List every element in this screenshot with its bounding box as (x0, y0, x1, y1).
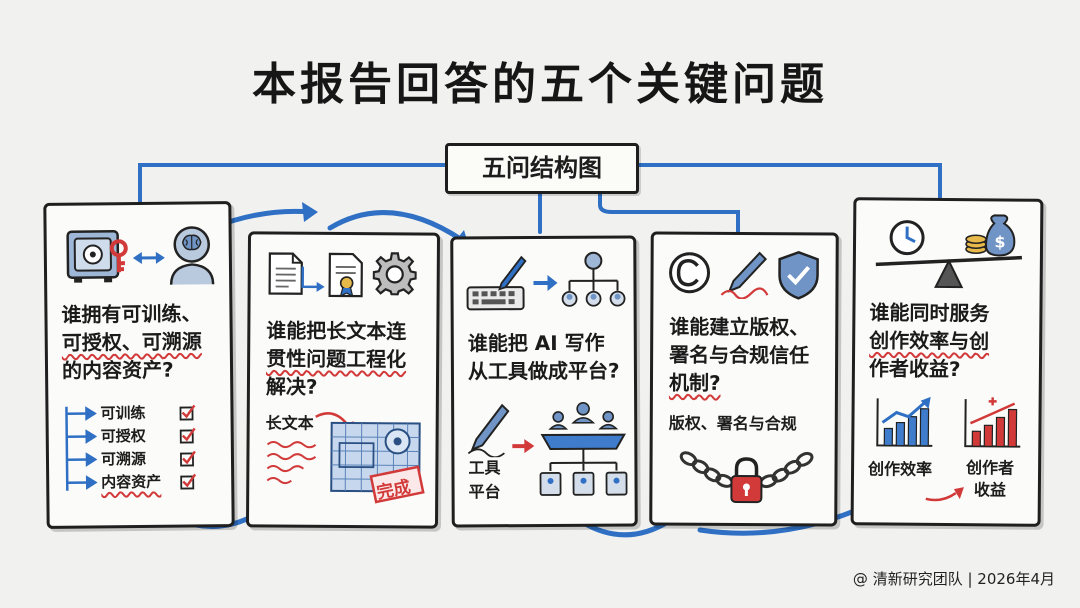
checkbox-icon (180, 450, 196, 466)
card1-question-line-3: 的内容资产? (61, 357, 174, 383)
bar-chart-growth-icon (964, 397, 1021, 448)
checklist-item-label: 可授权 (100, 426, 146, 446)
safe-icon (66, 230, 120, 283)
checkbox-icon (180, 473, 197, 489)
hub-to-card1-line (138, 163, 447, 207)
certificate-document-icon (328, 252, 363, 298)
flow-arrowhead-1 (302, 202, 318, 222)
svg-text:$: $ (994, 232, 1005, 251)
card4-question-line-2: 署名与合规信任 (669, 342, 810, 368)
efficiency-label: 创作效率 (867, 459, 933, 479)
checklist-item: 内容资产 (101, 469, 197, 493)
gear-icon (372, 252, 417, 296)
copyright-sub-label: 版权、署名与合规 (668, 413, 797, 434)
card5-question: 谁能同时服务 创作效率与创 作者收益? (869, 298, 1042, 383)
card3-question-line-1: 谁能把 AI 写作 (467, 330, 605, 356)
checkbox-icon (179, 427, 196, 443)
money-bag-icon: $ (965, 214, 1016, 257)
double-arrow-icon (132, 251, 165, 264)
checklist-item: 可训练 (100, 400, 196, 424)
red-arrow-icon (925, 487, 964, 502)
card3-question: 谁能把 AI 写作 从工具做成平台? (468, 329, 638, 386)
card5-question-line-3: 作者收益? (868, 356, 961, 382)
squiggle-lines-icon (266, 441, 317, 485)
pen-icon (467, 403, 510, 458)
signature-pen-icon (720, 251, 769, 300)
arrow-right-icon (533, 274, 558, 291)
chain-lock-icon (679, 451, 814, 504)
copyright-icon (669, 252, 711, 294)
platform-network-icon (539, 401, 628, 496)
income-label: 创作者 收益 (966, 457, 1014, 501)
card2-question: 谁能把长文本连 贯性问题工程化 解决? (266, 316, 437, 401)
checkbox-icon (179, 404, 196, 420)
bar-chart-up-icon (876, 396, 933, 447)
card-copyright-trust: 谁能建立版权、 署名与合规信任 机制? 版权、署名与合规 (649, 231, 839, 527)
done-stamp (369, 465, 425, 504)
asset-checklist: 可训练 可授权 可溯源 内容资产 (100, 400, 197, 493)
income-label-line-2: 收益 (973, 480, 1006, 500)
head-brain-icon (169, 226, 215, 285)
card2-question-line-2: 贯性问题工程化 (266, 346, 407, 372)
hub-to-card4-line (598, 186, 740, 234)
hub-to-card5-line (631, 163, 942, 199)
long-text-label: 长文本 (265, 413, 314, 433)
card-content-assets: 谁拥有可训练、 可授权、可溯源 的内容资产? 可训练 可授权 可溯源 内容资产 (43, 201, 235, 529)
checklist-item: 可授权 (101, 423, 197, 447)
card-long-text: 谁能把长文本连 贯性问题工程化 解决? 长文本 完成 (245, 231, 441, 529)
keyboard-pen-icon (466, 255, 527, 311)
card4-question: 谁能建立版权、 署名与合规信任 机制? (669, 313, 839, 398)
card4-question-line-3: 机制? (668, 370, 721, 395)
flow-arrow-2-3-top (327, 210, 465, 243)
card3-question-line-2: 从工具做成平台? (467, 358, 620, 384)
tool-label: 工具 (468, 458, 501, 478)
key-icon (109, 239, 128, 273)
card5-question-line-2: 创作效率与创 (869, 328, 990, 354)
card4-question-line-1: 谁能建立版权、 (669, 314, 810, 340)
card1-question-line-1: 谁拥有可训练、 (61, 301, 202, 327)
card-ai-platform: 谁能把 AI 写作 从工具做成平台? 工具 平台 (450, 235, 638, 528)
card1-question: 谁拥有可训练、 可授权、可溯源 的内容资产? (61, 299, 232, 385)
page-title: 本报告回答的五个关键问题 (252, 59, 828, 110)
blueprint-icon (330, 421, 425, 504)
checklist-item-label: 可训练 (100, 403, 146, 423)
checklist-item: 可溯源 (101, 446, 197, 470)
checklist-bracket (65, 406, 98, 491)
clock-icon (889, 220, 925, 256)
footer-credit: @ 清新研究团队 | 2026年4月 (852, 570, 1055, 588)
balance-scale-icon (875, 255, 1022, 289)
doc-flow-arrow-icon (301, 266, 325, 292)
card2-question-line-3: 解决? (265, 374, 318, 399)
arrow-right-red-icon (512, 439, 535, 454)
income-label-line-1: 创作者 (965, 458, 1015, 478)
platform-label: 平台 (468, 482, 501, 502)
document-icon (268, 252, 303, 295)
hub-box: 五问结构图 (445, 143, 639, 194)
shield-check-icon (778, 250, 819, 300)
checklist-item-label: 可溯源 (100, 449, 147, 469)
org-chart-icon (561, 251, 626, 307)
card5-question-line-1: 谁能同时服务 (869, 300, 990, 326)
card1-question-line-2: 可授权、可溯源 (61, 329, 202, 355)
card-efficiency-income: $ 谁能同时服务 创作效率与创 作者收益? 创作效率 创作者 收益 (850, 197, 1044, 527)
card2-question-line-1: 谁能把长文本连 (266, 318, 407, 344)
checklist-item-label: 内容资产 (101, 472, 162, 492)
